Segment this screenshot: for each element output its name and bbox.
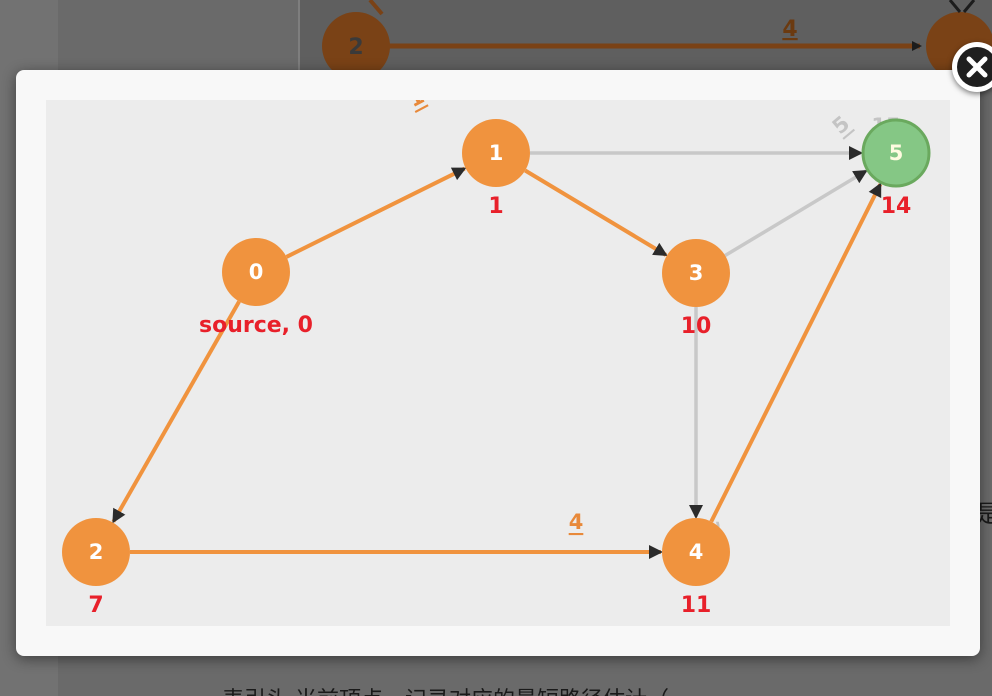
background-divider — [298, 0, 300, 70]
node-circle-4 — [662, 518, 730, 586]
distance-label-0: source, 0 — [199, 313, 313, 338]
node-1: 11 — [462, 119, 530, 219]
edge-1-3 — [524, 168, 668, 257]
node-label-2: 2 — [89, 540, 104, 564]
background-edge — [962, 0, 976, 13]
node-circle-5 — [861, 118, 931, 188]
distance-label-4: 11 — [681, 593, 712, 618]
node-circle-0 — [222, 238, 290, 306]
distance-label-3: 10 — [681, 314, 712, 339]
close-button[interactable] — [952, 42, 992, 92]
node-label-1: 1 — [489, 141, 504, 165]
close-icon — [966, 56, 988, 78]
node-label-4: 4 — [689, 540, 704, 564]
distance-label-5: 14 — [881, 194, 912, 219]
node-circle-2 — [62, 518, 130, 586]
node-circle-3 — [662, 239, 730, 307]
node-5: 5 14 — [861, 118, 931, 219]
edge-0-1 — [285, 166, 467, 259]
edge-0-2 — [111, 300, 241, 524]
node-0: 0 source, 0 — [199, 238, 313, 338]
node-2: 27 — [62, 518, 130, 618]
edge-4-5 — [709, 182, 883, 523]
background-bottom-text: 表引头 当前顶点，记录对应的最短路径估计（ — [222, 682, 669, 696]
node-label-0: 0 — [249, 260, 264, 284]
edge-weight-0-1: 1 — [404, 100, 428, 112]
node-label-5: 5 — [889, 141, 904, 165]
background-diagram: 2 4 — [300, 0, 992, 80]
background-side-text: 是 — [976, 500, 992, 528]
node-3: 3 10 — [662, 239, 730, 339]
edge-weight-3-5: 5 — [828, 111, 855, 139]
background-node-label: 2 — [348, 35, 363, 60]
background-edge — [368, 0, 384, 16]
background-edge-weight: 4 — [782, 17, 797, 42]
edge-weight-2-4: 4 — [569, 510, 584, 534]
distance-label-1: 1 — [488, 194, 503, 219]
edge-3-5 — [724, 169, 868, 258]
background-edge — [948, 0, 962, 13]
background-node — [322, 12, 390, 80]
node-circle-1 — [462, 119, 530, 187]
node-4: 4 11 — [662, 518, 730, 618]
edges-layer: 1791551043 — [111, 100, 901, 559]
distance-label-2: 7 — [88, 593, 103, 618]
node-label-3: 3 — [689, 261, 704, 285]
